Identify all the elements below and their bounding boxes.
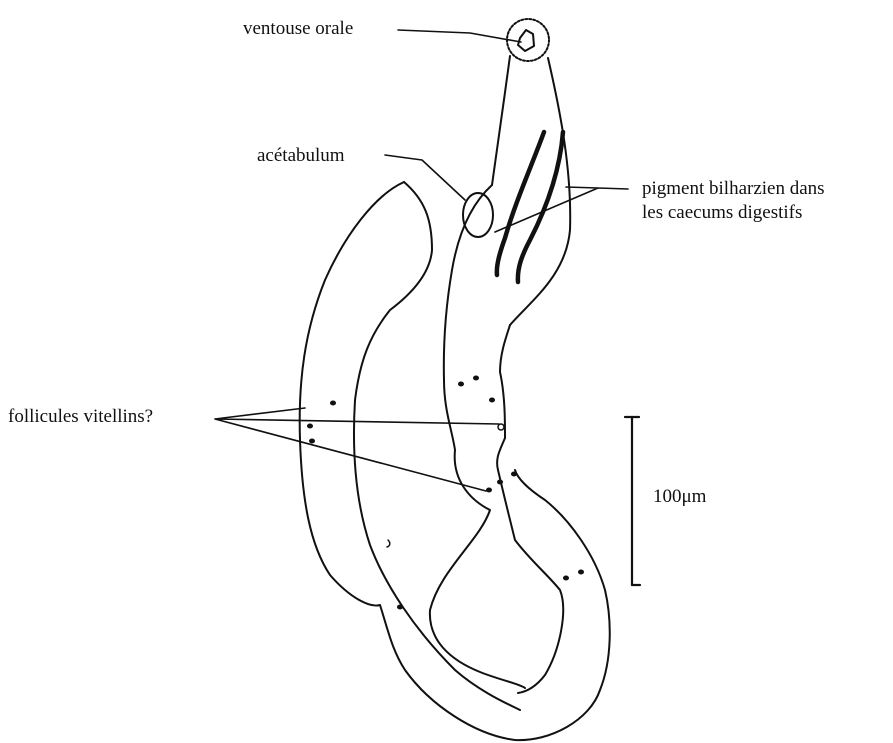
caecum-pigment-left [497, 132, 544, 275]
follicle-dot [309, 439, 315, 444]
follicle-ring [498, 424, 504, 430]
label-oral-sucker: ventouse orale [243, 18, 353, 40]
follicle-dot [397, 605, 403, 610]
scale-bar [625, 417, 640, 585]
label-scale: 100μm [653, 486, 706, 508]
leader-oral-sucker [398, 30, 521, 42]
follicle-dot [473, 376, 479, 381]
caecum-pigment-right [518, 132, 563, 282]
follicle-dot [486, 488, 492, 493]
label-acetabulum: acétabulum [257, 145, 345, 167]
body-anterior-outline [492, 56, 570, 325]
body-central-fold [497, 325, 563, 693]
follicle-dot [489, 398, 495, 403]
follicle-dot [563, 576, 569, 581]
label-pigment-line2: les caecums digestifs [642, 202, 802, 224]
follicle-dot [458, 382, 464, 387]
leader-acetabulum [385, 155, 465, 200]
follicle-dot [307, 424, 313, 429]
follicle-dot [511, 472, 517, 477]
label-pigment-line1: pigment bilharzien dans [642, 178, 825, 200]
follicle-mark [387, 540, 390, 547]
body-left-inner-outline [354, 182, 520, 710]
body-ventral-outline [430, 185, 525, 688]
follicle-dot [497, 480, 503, 485]
label-vitelline: follicules vitellins? [8, 406, 153, 428]
follicle-dot [330, 401, 336, 406]
vitelline-follicles [307, 376, 584, 610]
follicle-dot [578, 570, 584, 575]
